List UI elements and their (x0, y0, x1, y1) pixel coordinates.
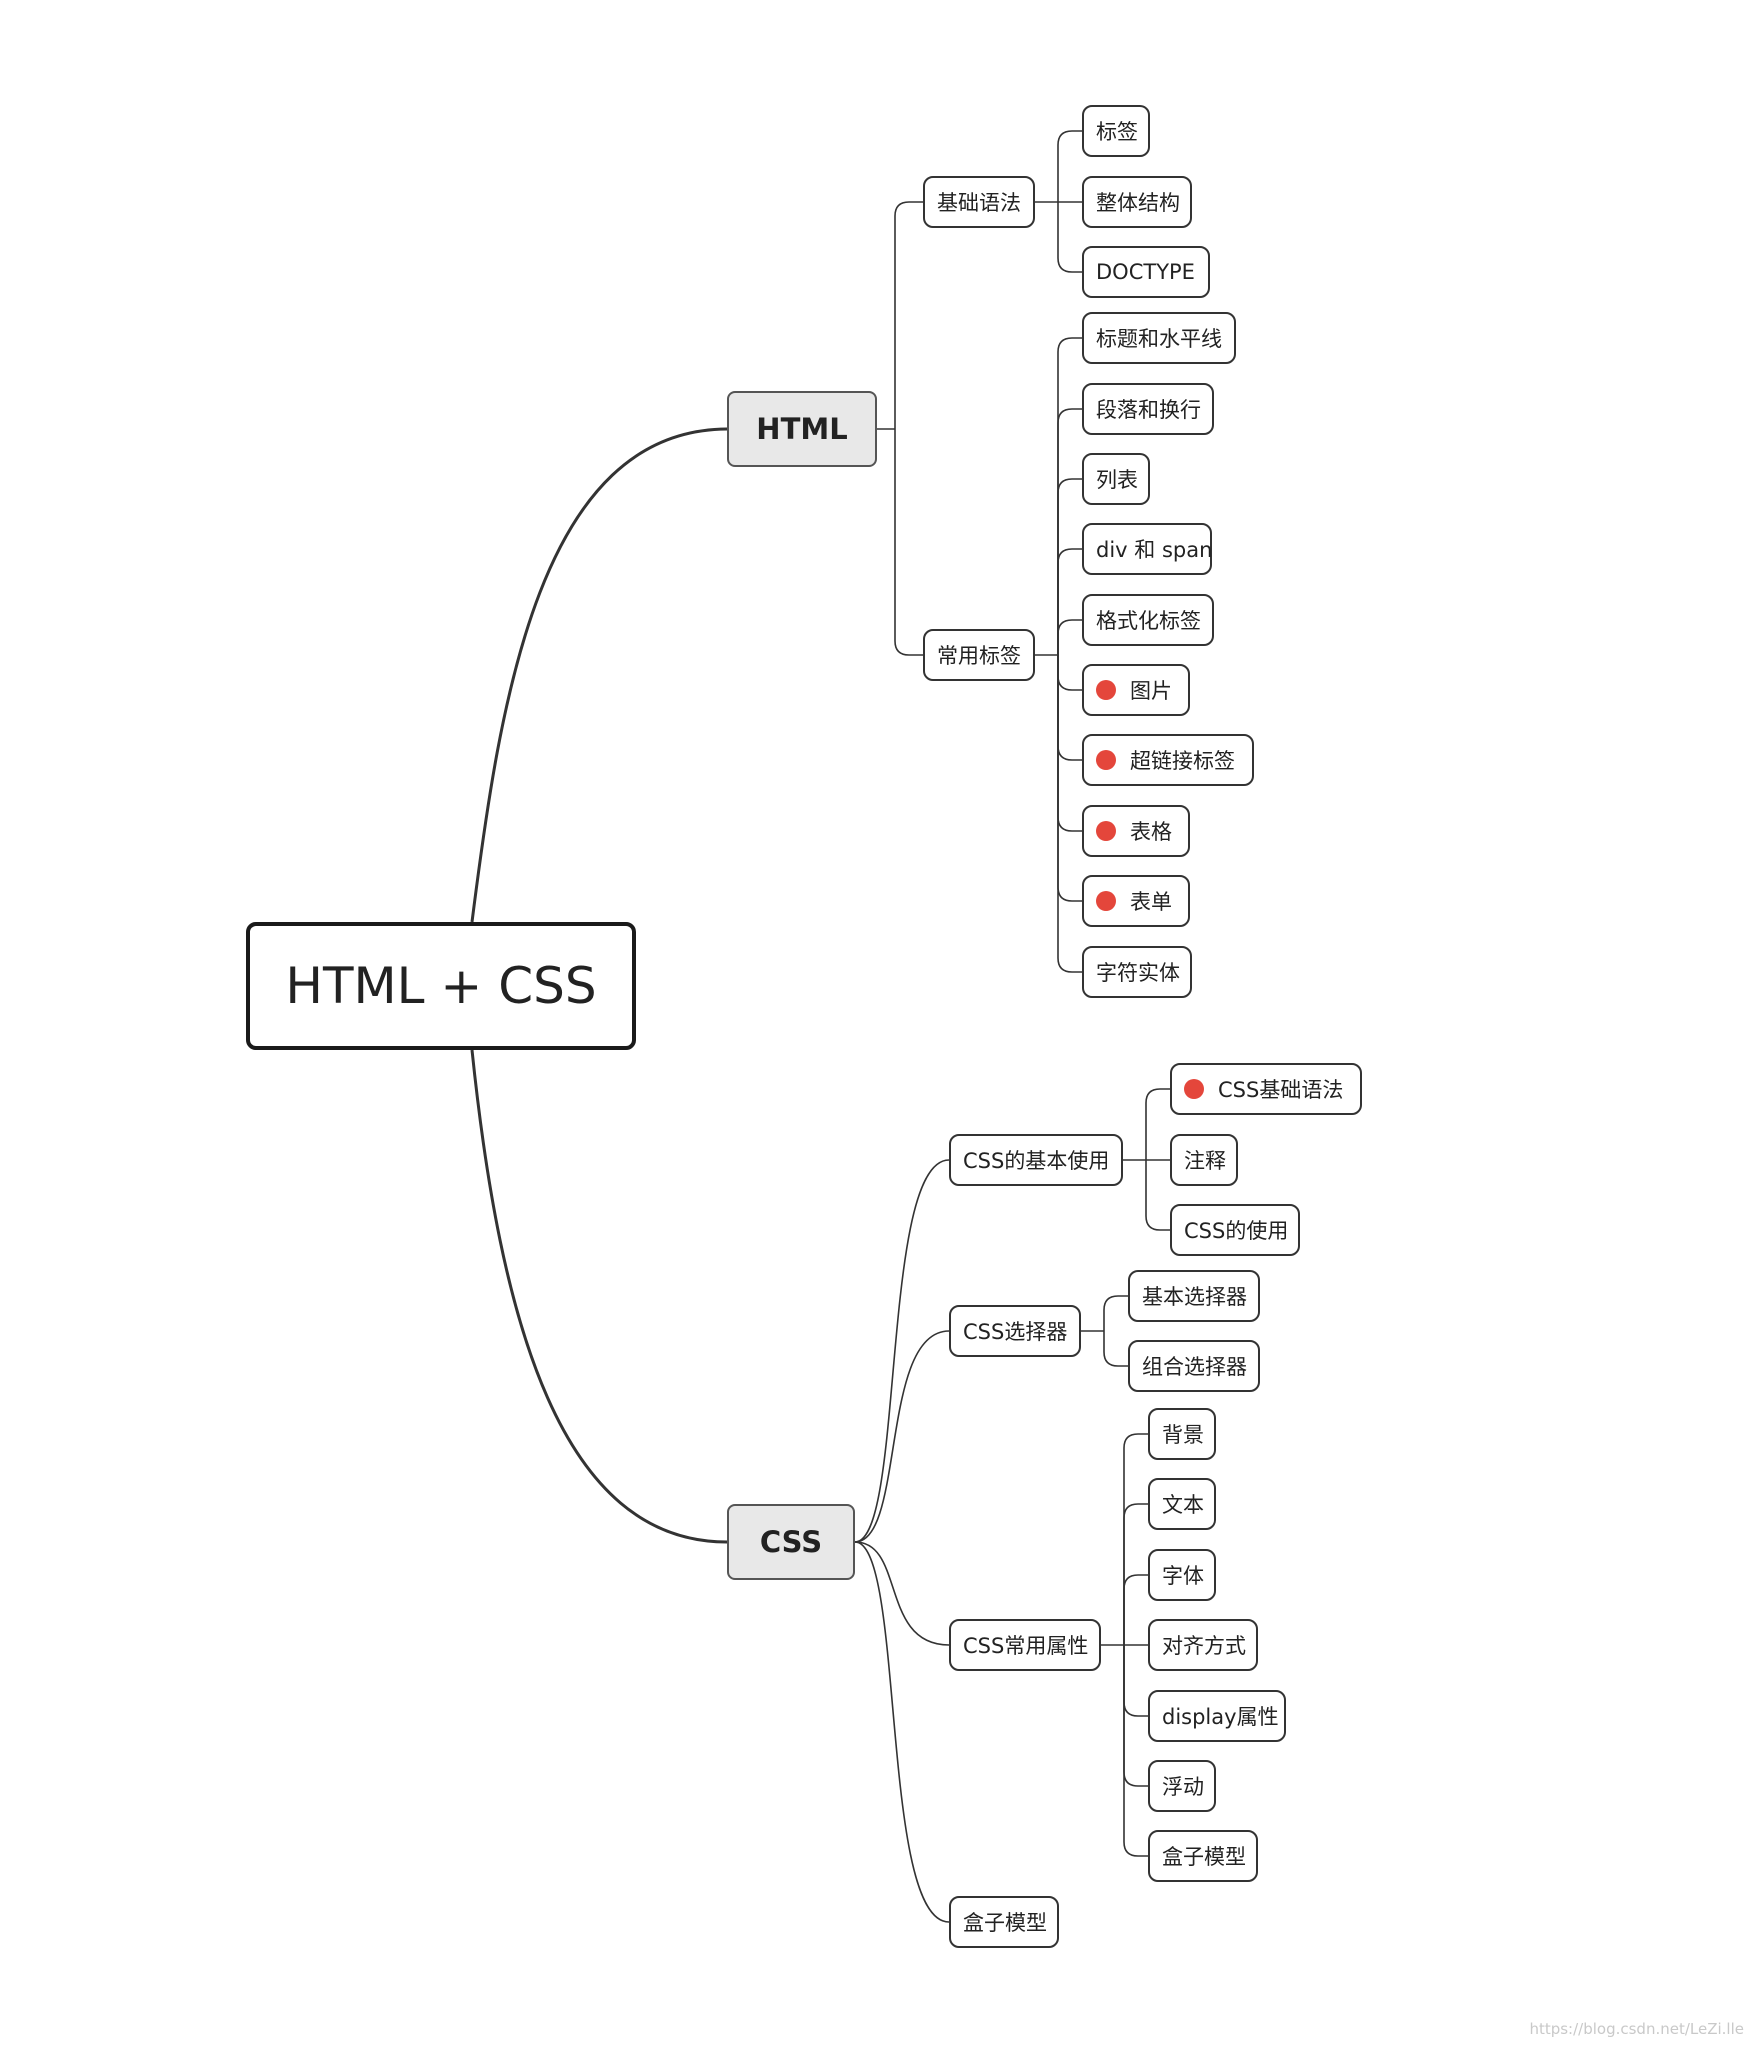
leaf-heading-hr[interactable]: 标题和水平线 (1082, 312, 1236, 364)
leaf-image[interactable]: 图片 (1082, 664, 1190, 716)
html-basic-syntax[interactable]: 基础语法 (923, 176, 1035, 228)
leaf-paragraph-br[interactable]: 段落和换行 (1082, 383, 1214, 435)
css-selectors[interactable]: CSS选择器 (949, 1305, 1081, 1357)
leaf-table[interactable]: 表格 (1082, 805, 1190, 857)
leaf-char-entity[interactable]: 字符实体 (1082, 946, 1192, 998)
leaf-basic-selector[interactable]: 基本选择器 (1128, 1270, 1260, 1322)
leaf-hyperlink[interactable]: 超链接标签 (1082, 734, 1254, 786)
link-css-props-child-4 (1123, 1645, 1148, 1717)
leaf-div-span[interactable]: div 和 span (1082, 523, 1212, 575)
link-html-child-1 (894, 429, 923, 656)
link-css-basic-child-2 (1145, 1160, 1170, 1231)
leaf-label: 图片 (1130, 679, 1172, 703)
css-box-model[interactable]: 盒子模型 (949, 1896, 1059, 1948)
leaf-format-tags[interactable]: 格式化标签 (1082, 594, 1214, 646)
link-html-child-0 (894, 201, 923, 429)
red-flag-icon (1184, 1079, 1204, 1099)
link-css-selectors-child-0 (1103, 1295, 1128, 1331)
leaf-background[interactable]: 背景 (1148, 1408, 1216, 1460)
link-common-tags-child-9 (1057, 655, 1082, 973)
leaf-combined-selector[interactable]: 组合选择器 (1128, 1340, 1260, 1392)
link-css-child-0 (854, 1159, 950, 1543)
leaf-form[interactable]: 表单 (1082, 875, 1190, 927)
leaf-text[interactable]: 文本 (1148, 1478, 1216, 1530)
link-common-tags-child-2 (1057, 478, 1082, 655)
red-flag-icon (1096, 750, 1116, 770)
link-css-basic-child-0 (1145, 1088, 1170, 1160)
red-flag-icon (1096, 680, 1116, 700)
link-css-child-3 (854, 1541, 950, 1923)
leaf-css-usage[interactable]: CSS的使用 (1170, 1204, 1300, 1256)
branch-css[interactable]: CSS (727, 1504, 855, 1580)
red-flag-icon (1096, 891, 1116, 911)
css-common-properties[interactable]: CSS常用属性 (949, 1619, 1101, 1671)
leaf-display[interactable]: display属性 (1148, 1690, 1286, 1742)
link-basic-syntax-child-0 (1057, 130, 1082, 202)
branch-html[interactable]: HTML (727, 391, 877, 467)
link-common-tags-child-3 (1057, 548, 1082, 655)
leaf-box-model[interactable]: 盒子模型 (1148, 1830, 1258, 1882)
link-common-tags-child-8 (1057, 655, 1082, 902)
leaf-font[interactable]: 字体 (1148, 1549, 1216, 1601)
link-css-props-child-6 (1123, 1645, 1148, 1857)
link-basic-syntax-child-2 (1057, 202, 1082, 273)
link-css-child-2 (854, 1541, 950, 1646)
leaf-float[interactable]: 浮动 (1148, 1760, 1216, 1812)
link-css-props-child-0 (1123, 1433, 1148, 1645)
watermark: https://blog.csdn.net/LeZi.lle (1529, 2020, 1744, 2038)
leaf-label: 表格 (1130, 820, 1172, 844)
leaf-tag[interactable]: 标签 (1082, 105, 1150, 157)
leaf-label: CSS基础语法 (1218, 1078, 1344, 1102)
leaf-label: 超链接标签 (1130, 749, 1235, 773)
link-css-props-child-2 (1123, 1574, 1148, 1645)
link-common-tags-child-0 (1057, 337, 1082, 655)
css-basic-usage[interactable]: CSS的基本使用 (949, 1134, 1123, 1186)
leaf-css-basic-syntax[interactable]: CSS基础语法 (1170, 1063, 1362, 1115)
red-flag-icon (1096, 821, 1116, 841)
link-root-css (470, 1049, 728, 1544)
leaf-comment[interactable]: 注释 (1170, 1134, 1238, 1186)
link-common-tags-child-7 (1057, 655, 1082, 832)
link-common-tags-child-6 (1057, 655, 1082, 761)
leaf-list[interactable]: 列表 (1082, 453, 1150, 505)
link-css-props-child-1 (1123, 1503, 1148, 1645)
link-common-tags-child-5 (1057, 655, 1082, 691)
leaf-doctype[interactable]: DOCTYPE (1082, 246, 1210, 298)
link-common-tags-child-4 (1057, 619, 1082, 655)
html-common-tags[interactable]: 常用标签 (923, 629, 1035, 681)
root-node[interactable]: HTML + CSS (246, 922, 636, 1050)
link-root-html (470, 427, 728, 923)
link-css-selectors-child-1 (1103, 1331, 1128, 1367)
leaf-label: 表单 (1130, 890, 1172, 914)
leaf-overall-structure[interactable]: 整体结构 (1082, 176, 1192, 228)
link-common-tags-child-1 (1057, 408, 1082, 655)
link-css-child-1 (854, 1330, 950, 1543)
leaf-alignment[interactable]: 对齐方式 (1148, 1619, 1258, 1671)
